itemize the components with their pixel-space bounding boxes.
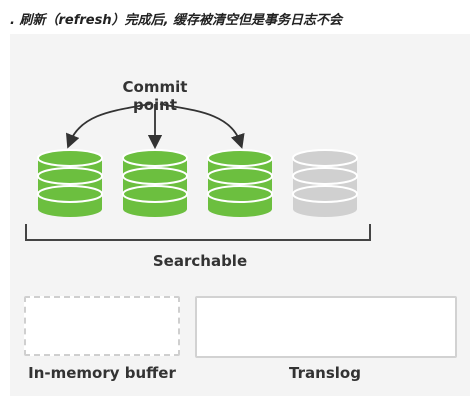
segment-3-committed (207, 149, 273, 217)
searchable-label: Searchable (152, 252, 248, 270)
in-memory-buffer-label: In-memory buffer (28, 364, 176, 382)
segment-1-committed (37, 149, 103, 217)
in-memory-buffer-box (24, 296, 180, 356)
segment-4-uncommitted (292, 149, 358, 217)
caption-bar: . 刷新（refresh）完成后, 缓存被清空但是事务日志不会 (0, 0, 472, 34)
figure-caption: . 刷新（refresh）完成后, 缓存被清空但是事务日志不会 (10, 13, 343, 28)
searchable-bracket (25, 224, 371, 241)
segments-group (37, 149, 358, 217)
translog-box (195, 296, 457, 358)
arrow-to-segment-1 (65, 103, 151, 149)
segment-2-committed (122, 149, 188, 217)
arrow-to-segment-3 (159, 103, 245, 149)
commit-point-arrows (65, 103, 245, 150)
translog-label: Translog (289, 364, 361, 382)
